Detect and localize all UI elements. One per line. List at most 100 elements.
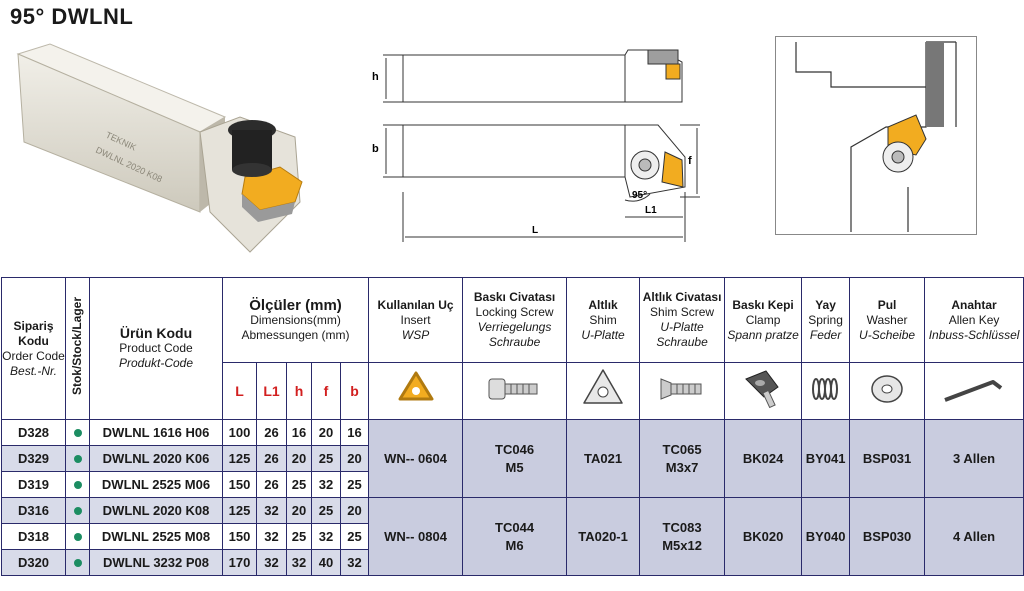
order-code: D318 (1, 523, 66, 550)
product-code: DWLNL 2525 M06 (89, 471, 223, 498)
clamp-tr: Baskı Kepi (732, 297, 794, 312)
dim-label-b: b (372, 143, 379, 155)
col-stock: Stok/Stock/Lager (65, 277, 90, 420)
shim-icon (566, 362, 641, 420)
dim-f: 32 (311, 523, 341, 550)
dim-b: 25 (339, 523, 370, 550)
clamp-code: BK020 (724, 497, 803, 576)
order-code-tr: Sipariş Kodu (13, 318, 54, 348)
order-code-en: Order Code (2, 348, 65, 363)
shim-en: Shim (589, 312, 617, 327)
detail-view (775, 36, 977, 235)
washer-de: U-Scheibe (859, 327, 916, 342)
product-code: DWLNL 2020 K06 (89, 445, 223, 472)
insert-code: WN-- 0804 (368, 497, 464, 576)
col-locking-screw: Baskı Civatası Locking Screw Verriegelun… (462, 277, 568, 363)
spring-tr: Yay (815, 297, 836, 312)
col-insert: Kullanılan Uç Insert WSP (368, 277, 464, 363)
dims-en: Dimensions(mm) (250, 312, 341, 327)
dim-label-f: f (688, 155, 692, 167)
dim-f: 25 (311, 497, 341, 524)
product-code: DWLNL 3232 P08 (89, 549, 223, 576)
stock-dot-icon (73, 533, 82, 541)
shim-screw-id: TC083 (662, 519, 702, 535)
product-code: DWLNL 2525 M08 (89, 523, 223, 550)
stock-status (65, 549, 90, 576)
dims-de: Abmessungen (mm) (241, 327, 350, 342)
order-code: D319 (1, 471, 66, 498)
dim-h: 16 (286, 419, 312, 446)
screw-size: M5 (505, 459, 524, 475)
stock-dot-icon (73, 559, 82, 567)
dim-l: 150 (222, 523, 257, 550)
dim-b: 25 (339, 471, 370, 498)
clamp-code: BK024 (724, 419, 803, 498)
col-shim: Altlık Shim U-Platte (566, 277, 641, 363)
col-allen-key: Anahtar Allen Key Inbuss-Schlüssel (924, 277, 1024, 363)
shim-screw-en: Shim Screw (650, 305, 715, 319)
dim-f: 40 (311, 549, 341, 576)
stock-dot-icon (73, 429, 82, 437)
dim-label-h: h (372, 71, 379, 83)
stock-status (65, 445, 90, 472)
clamp-en: Clamp (745, 312, 781, 327)
washer-en: Washer (866, 312, 908, 327)
col-dimensions: Ölçüler (mm) Dimensions(mm) Abmessungen … (221, 277, 370, 363)
dim-b: 16 (339, 419, 370, 446)
order-code-de: Best.-Nr. (10, 363, 57, 378)
dimension-subheader-row: L L1 h f b (2, 362, 1024, 420)
dim-l1: 26 (256, 419, 287, 446)
shim-code: TA020-1 (566, 497, 641, 576)
stock-status (65, 523, 90, 550)
spring-icon (801, 362, 851, 420)
insert-icon (368, 362, 464, 420)
spring-code: BY040 (801, 497, 851, 576)
allen-key-code: 4 Allen (924, 497, 1024, 576)
dim-h: 25 (286, 523, 312, 550)
stock-status (65, 471, 90, 498)
dim-l: 125 (222, 445, 257, 472)
dim-l: 170 (222, 549, 257, 576)
dim-f: 32 (311, 471, 341, 498)
dims-tr: Ölçüler (mm) (249, 296, 342, 314)
screw-en: Locking Screw (475, 305, 554, 319)
dim-col-l: L (222, 362, 257, 420)
allen-key-icon (924, 362, 1024, 420)
col-order-code: Sipariş Kodu Order Code Best.-Nr. (1, 277, 66, 420)
key-en: Allen Key (948, 312, 1000, 327)
dim-col-h: h (286, 362, 312, 420)
dim-l1: 26 (256, 445, 287, 472)
dim-l1: 32 (256, 523, 287, 550)
dim-l: 150 (222, 471, 257, 498)
insert-code: WN-- 0604 (368, 419, 464, 498)
product-en: Product Code (119, 341, 193, 355)
key-tr: Anahtar (951, 297, 997, 312)
dim-col-b: b (339, 362, 370, 420)
key-de: Inbuss-Schlüssel (928, 327, 1020, 342)
page-title: 95° DWLNL (10, 4, 134, 29)
screw-code: TC046 (495, 441, 535, 457)
dim-l: 125 (222, 497, 257, 524)
shim-screw-de: U-Platte Schraube (656, 320, 708, 349)
spring-de: Feder (809, 327, 842, 342)
dim-col-l1: L1 (256, 362, 287, 420)
allen-key-code: 3 Allen (924, 419, 1024, 498)
dim-label-angle: 95° (632, 190, 647, 201)
table-row: D329 DWLNL 2020 K06 125 26 20 25 20 (1, 445, 1024, 472)
dim-b: 20 (339, 445, 370, 472)
dim-b: 32 (339, 549, 370, 576)
product-tr: Ürün Kodu (119, 325, 193, 341)
dimension-drawing: h b f 95° L1 L (372, 49, 700, 242)
dim-l1: 26 (256, 471, 287, 498)
table-row: D328 DWLNL 1616 H06 100 26 16 20 16 WN--… (1, 419, 1024, 498)
table-row: D320 DWLNL 3232 P08 170 32 32 40 32 (1, 549, 1024, 576)
table-row: D318 DWLNL 2525 M08 150 32 25 32 25 (1, 523, 1024, 550)
tool-holder-photo: TEKNIK DWLNL 2020 K08 (16, 43, 303, 253)
col-spring: Yay Spring Feder (801, 277, 851, 363)
stock-status (65, 497, 90, 524)
dim-h: 20 (286, 497, 312, 524)
insert-de: WSP (401, 327, 430, 342)
dim-h: 32 (286, 549, 312, 576)
